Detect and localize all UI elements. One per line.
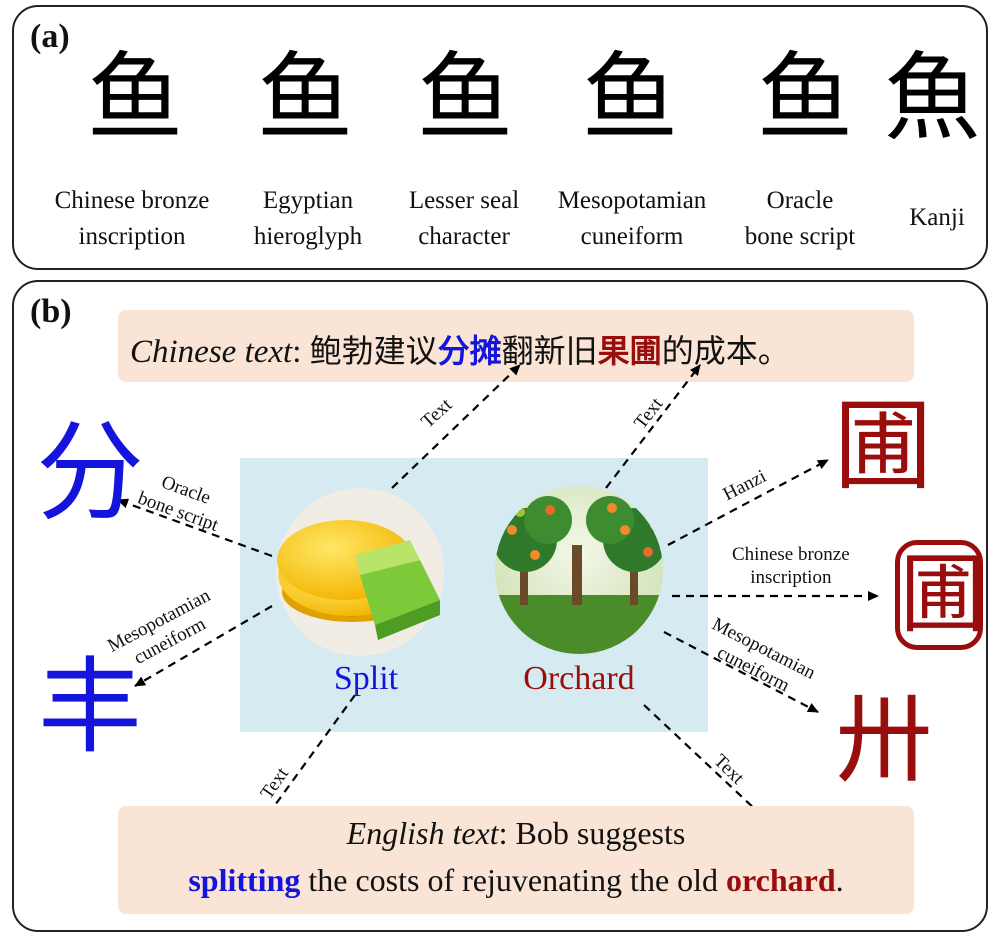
english-hl-split: splitting <box>188 862 301 898</box>
caption-kanji: Kanji <box>909 204 965 231</box>
arrow-label-bronze: Chinese bronze inscription <box>732 544 850 588</box>
chinese-pre: 鲍勃建议 <box>309 332 438 370</box>
bronze-pu-glyph: 圃 <box>895 540 986 650</box>
panel-a-label: (a) <box>30 18 70 55</box>
caption-egyptian: Egyptian hieroglyph <box>253 187 363 250</box>
split-word: Split <box>333 660 399 697</box>
english-text-line-2: splitting the costs of rejuvenating the … <box>118 862 914 899</box>
chinese-hl-split: 分摊 <box>437 332 502 370</box>
english-text-label: English text <box>346 815 499 851</box>
caption-cuneiform: Mesopotamian cuneiform <box>557 187 707 250</box>
seal-fish-glyph: 鱼 <box>417 42 513 154</box>
english-hl-orchard: orchard <box>726 862 836 898</box>
chinese-hl-orchard: 果圃 <box>597 332 662 370</box>
egyptian-fish-glyph: 鱼 <box>257 42 353 154</box>
chinese-text-label: Chinese text <box>130 334 293 370</box>
oracle-fish-glyph: 鱼 <box>757 42 853 154</box>
chinese-mid: 翻新旧 <box>501 332 598 370</box>
caption-seal: Lesser seal character <box>408 187 520 250</box>
bronze-fish-glyph: 鱼 <box>87 42 183 154</box>
chinese-colon: : <box>292 334 310 370</box>
oracle-fen-glyph: 分 <box>36 411 145 536</box>
caption-bronze: Chinese bronze inscription <box>54 187 210 250</box>
panel-b-label: (b) <box>30 293 72 330</box>
english-text-line-1: English text: Bob suggests <box>118 815 914 852</box>
english-line1: : Bob suggests <box>498 815 686 851</box>
cuneiform-split-glyph: 丰 <box>38 646 143 768</box>
cuneiform-fish-glyph: 鱼 <box>582 42 678 154</box>
panel-a <box>12 5 988 270</box>
center-background <box>240 458 708 732</box>
panel-b <box>12 280 988 932</box>
orchard-word: Orchard <box>523 660 635 697</box>
english-mid: the costs of rejuvenating the old <box>300 862 727 898</box>
cuneiform-orchard-glyph: 卅 <box>836 684 932 796</box>
english-text-box <box>118 806 914 914</box>
english-post: . <box>835 862 844 898</box>
caption-oracle: Oracle bone script <box>744 187 856 250</box>
kanji-fish-glyph: 魚 <box>884 42 980 154</box>
hanzi-pu-glyph: 圃 <box>834 390 933 504</box>
chinese-post: 的成本。 <box>661 332 790 370</box>
chinese-text-line: Chinese text: 鲍勃建议分摊翻新旧果圃的成本。 <box>130 326 790 372</box>
